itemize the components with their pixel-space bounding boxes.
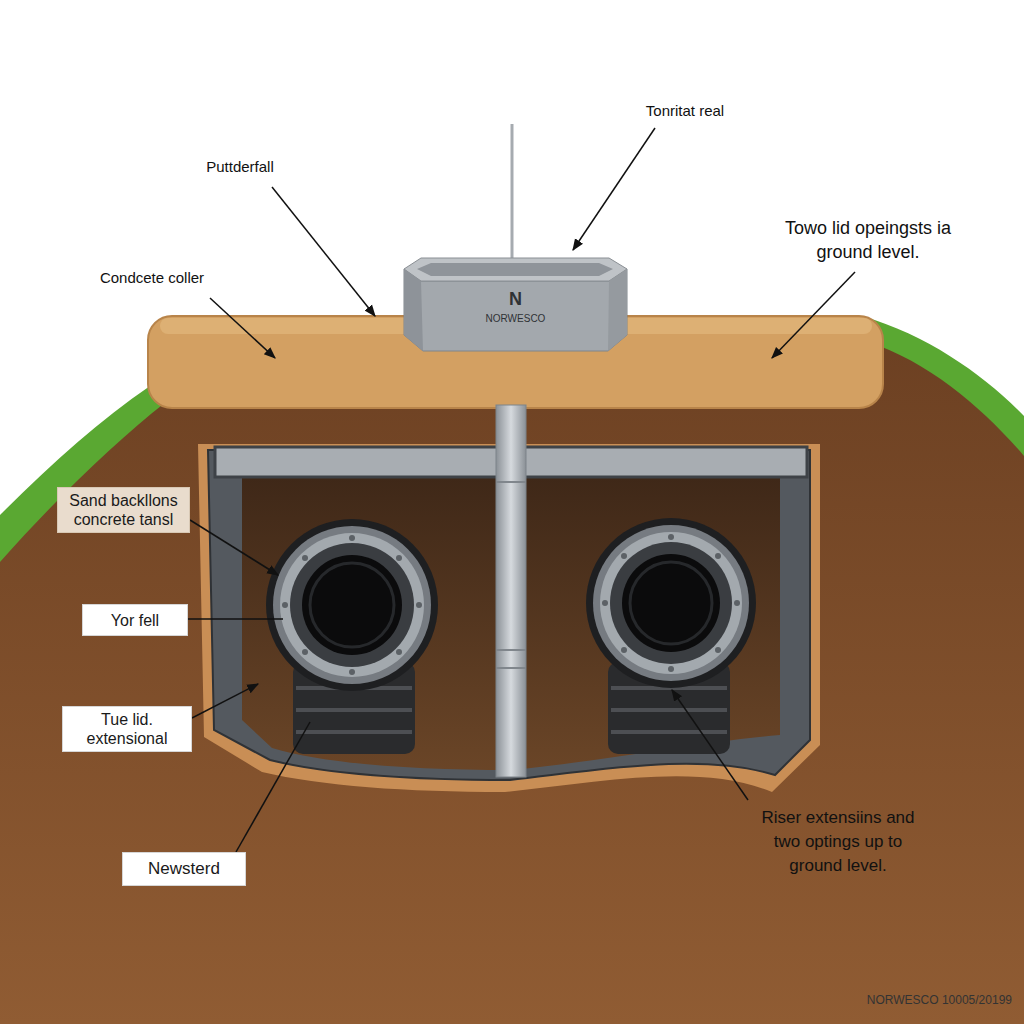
footer-note: NORWESCO 10005/20199 [712,992,1012,1008]
lid-box-opening [417,263,613,276]
bolts-right [602,534,740,672]
brand-name: NORWESCO [486,313,546,325]
vent-rod [511,124,514,268]
pipe-outer-left [266,519,438,691]
pipe-opening-right [622,554,720,652]
bolt [621,647,627,653]
leader-line [573,128,655,250]
leader-line [188,618,283,620]
part-label: Tonritat real [585,101,785,121]
pipe-collar-right [610,542,732,664]
callout-box: Yor fell [82,604,188,636]
bolts-left [282,535,422,675]
part-label: Condcete coller [52,268,252,288]
leader-line [772,272,855,358]
leader-line [672,690,748,800]
part-label: Towo lid opeingsts ia ground level. [778,216,958,264]
leader-line [210,298,275,358]
lid-box-top [404,258,627,281]
soil [0,330,1024,1024]
callout-text: Sand backllons concrete tansl [62,491,185,529]
leader-line [272,187,375,316]
tank-lid-box: N NORWESCO [403,255,628,353]
pipe-rib-right [630,562,712,644]
part-label: Riser extensiins and two optings up to g… [748,806,928,878]
callout-text: Yor fell [111,611,159,630]
bolt [668,666,674,672]
bolt [602,600,608,606]
callout-box: Newsterd [122,852,246,886]
leader-line [190,520,278,575]
pipe-opening-left [302,555,402,655]
bolt [396,649,402,655]
bolt [349,535,355,541]
bolt [715,553,721,559]
callout-text: Newsterd [148,859,220,879]
pipe-collar-left [290,543,414,667]
bolt [734,600,740,606]
callout-box: Tue lid. extensional [62,706,192,752]
pipe-ring-right [600,532,742,674]
bolt [416,602,422,608]
brand-logo: N [509,289,522,309]
callout-box: Sand backllons concrete tansl [57,487,190,533]
bolt [282,602,288,608]
lid-box-shade [608,269,627,351]
callout-text: Tue lid. extensional [67,710,187,748]
bolt [396,555,402,561]
center-pipe [496,405,526,777]
support-ribs-right [611,688,727,732]
leader-line [236,722,310,852]
bolt [302,555,308,561]
bolt [302,649,308,655]
pipe-flange-left [273,526,431,684]
part-label: Puttderfall [140,157,340,177]
support-ribs-left [296,688,412,732]
bolt [668,534,674,540]
grass-left [0,386,166,562]
pipe-rib-left [310,563,394,647]
leader-line [192,684,258,718]
grass-right [862,316,1024,456]
pipe-outer-right [586,518,756,688]
bolt [715,647,721,653]
pipe-flange-right [593,525,749,681]
bolt [621,553,627,559]
bolt [349,669,355,675]
pipe-joints [496,482,526,668]
leader-lines [188,128,855,852]
pipe-ring-left [280,533,424,677]
lid-box-shade [404,269,423,351]
